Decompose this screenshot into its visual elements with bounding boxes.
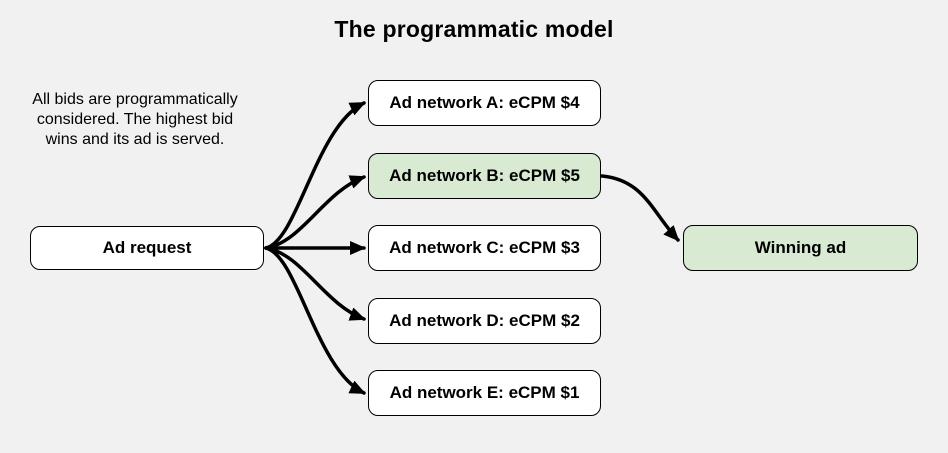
arrow-request-to-network-a — [264, 101, 366, 250]
ad-request-node: Ad request — [30, 226, 264, 270]
note-line-1: All bids are programmatically — [32, 91, 238, 108]
arrow-request-to-network-b — [264, 175, 366, 250]
note-line-2: considered. The highest bid — [36, 111, 234, 128]
network-node-a: Ad network A: eCPM $4 — [368, 80, 601, 126]
diagram-title: The programmatic model — [334, 16, 614, 42]
network-node-b-label: Ad network B: eCPM $5 — [389, 166, 580, 185]
arrow-request-to-network-d — [264, 246, 366, 321]
arrow-network-b-to-winning-ad — [600, 174, 680, 242]
network-node-e-label: Ad network E: eCPM $1 — [389, 383, 580, 402]
winning-ad-node: Winning ad — [683, 225, 918, 271]
network-node-e: Ad network E: eCPM $1 — [368, 370, 601, 416]
note-line-3: wins and its ad is served. — [45, 131, 225, 148]
network-node-b: Ad network B: eCPM $5 — [368, 153, 601, 199]
network-node-c-label: Ad network C: eCPM $3 — [389, 238, 580, 257]
network-node-a-label: Ad network A: eCPM $4 — [389, 93, 580, 112]
explanatory-note: All bids are programmatically considered… — [4, 90, 266, 150]
winning-ad-label: Winning ad — [754, 238, 847, 257]
network-node-d: Ad network D: eCPM $2 — [368, 298, 601, 344]
network-node-c: Ad network C: eCPM $3 — [368, 225, 601, 271]
ad-request-label: Ad request — [102, 238, 192, 257]
network-node-d-label: Ad network D: eCPM $2 — [389, 311, 580, 330]
arrow-request-to-network-e — [264, 246, 366, 395]
